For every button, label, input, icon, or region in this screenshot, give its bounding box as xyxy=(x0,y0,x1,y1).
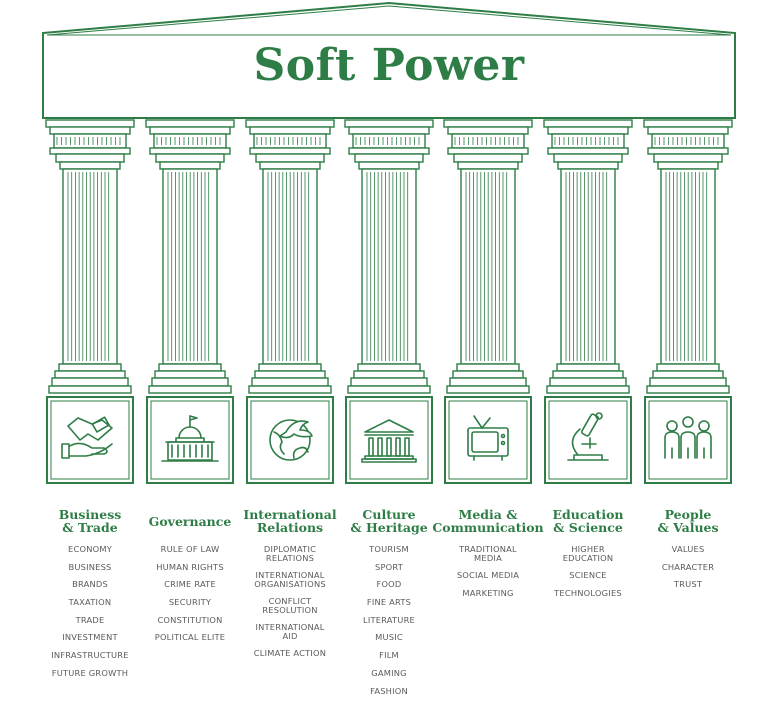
pillar-item: INFRASTRUCTURE xyxy=(51,650,129,661)
globe-dove-icon xyxy=(269,419,313,461)
people-group-icon xyxy=(664,416,712,459)
television-icon xyxy=(467,415,509,461)
pillar-item: BUSINESS xyxy=(68,561,112,572)
pillar-item: CONSTITUTION xyxy=(157,614,223,625)
pillar-title: Business& Trade xyxy=(29,505,151,537)
pillar-item: CLIMATE ACTION xyxy=(253,648,327,658)
pillar-item: ECONOMY xyxy=(68,544,112,554)
pillar-item: SCIENCE xyxy=(569,570,607,580)
pillar-item: CHARACTER xyxy=(661,561,715,572)
pillar-column xyxy=(643,119,733,484)
pillar-item: FUTURE GROWTH xyxy=(51,667,129,678)
pillar-item-list: TOURISM SPORT FOOD FINE ARTS LITERATURE MUSIC… xyxy=(342,545,436,704)
pillar-title-line: Communication xyxy=(432,520,544,535)
pillar-item: FINE ARTS xyxy=(366,597,412,608)
pillar-title-line: People xyxy=(664,507,712,522)
pillar-title-line: Culture xyxy=(362,507,416,522)
pillar-item: TAXATION xyxy=(68,597,112,608)
pillar-title-line: Relations xyxy=(256,520,324,535)
museum-icon xyxy=(361,419,417,463)
pillar-item: INVESTMENT xyxy=(62,632,118,643)
page-title: Soft Power xyxy=(253,40,525,91)
pillar-title-line: & Heritage xyxy=(350,520,428,535)
pillar-item: TOURISM xyxy=(369,544,409,554)
pillar-column xyxy=(543,119,633,484)
pillar-title: Media &Communication xyxy=(427,505,549,537)
pillar-column xyxy=(443,119,533,484)
capitol-building-icon xyxy=(161,415,219,462)
pillar-column xyxy=(344,119,434,484)
pillar-item: TRUST xyxy=(673,579,703,590)
handshake-money-icon xyxy=(61,416,113,459)
pillar-item-list: RULE OF LAW HUMAN RIGHTS CRIME RATE SECURIT… xyxy=(143,545,237,651)
pillar-title-line: & Trade xyxy=(62,520,118,535)
microscope-icon xyxy=(567,412,609,461)
pillar-title-line: Media & xyxy=(458,507,518,522)
pillar-title-line: & Values xyxy=(657,520,719,535)
pillar-column xyxy=(145,119,235,484)
pillar-title: People& Values xyxy=(627,505,749,537)
pillar-title-line: Business xyxy=(58,507,122,522)
pillar-item: CRIME RATE xyxy=(164,579,216,590)
pillar-title: Governance xyxy=(129,505,251,537)
pillar-item: RULE OF LAW xyxy=(160,544,220,554)
pillar-title: Education& Science xyxy=(527,505,649,537)
pillar-item: POLITICAL ELITE xyxy=(154,632,226,643)
pillar-item: GAMING xyxy=(371,667,407,678)
pillar-column xyxy=(245,119,335,484)
pillar-item: MUSIC xyxy=(375,632,403,643)
pillar-item: BRANDS xyxy=(72,579,108,590)
pillar-column xyxy=(45,119,135,484)
pillar-item: SECURITY xyxy=(168,597,212,608)
pillar-title-line: Education xyxy=(552,507,624,522)
pillar-item: VALUES xyxy=(671,544,705,554)
pillar-title: Culture& Heritage xyxy=(328,505,450,537)
temple-illustration xyxy=(42,1,736,484)
pillar-item-list: VALUES CHARACTER TRUST xyxy=(641,545,735,598)
pillar-item: SPORT xyxy=(374,561,404,572)
pillar-item: HUMAN RIGHTS xyxy=(156,561,224,572)
pillar-item-list: ECONOMY BUSINESS BRANDS TAXATION TRADE INVEST… xyxy=(43,545,137,687)
pillar-item: MARKETING xyxy=(462,587,514,598)
pillar-item: SOCIAL MEDIA xyxy=(456,570,520,580)
pillar-item: TRADE xyxy=(75,614,105,625)
pillar-item: FASHION xyxy=(370,685,408,696)
pillar-title-line: Governance xyxy=(148,513,232,529)
pediment xyxy=(42,1,736,119)
pillar-item: FOOD xyxy=(376,579,402,590)
pillar-title-line: & Science xyxy=(553,520,623,535)
pillar-item: TECHNOLOGIES xyxy=(554,587,622,598)
pillar-title-line: International xyxy=(243,507,337,522)
pillar-item: LITERATURE xyxy=(363,614,415,625)
pillar-item: FILM xyxy=(379,650,399,661)
